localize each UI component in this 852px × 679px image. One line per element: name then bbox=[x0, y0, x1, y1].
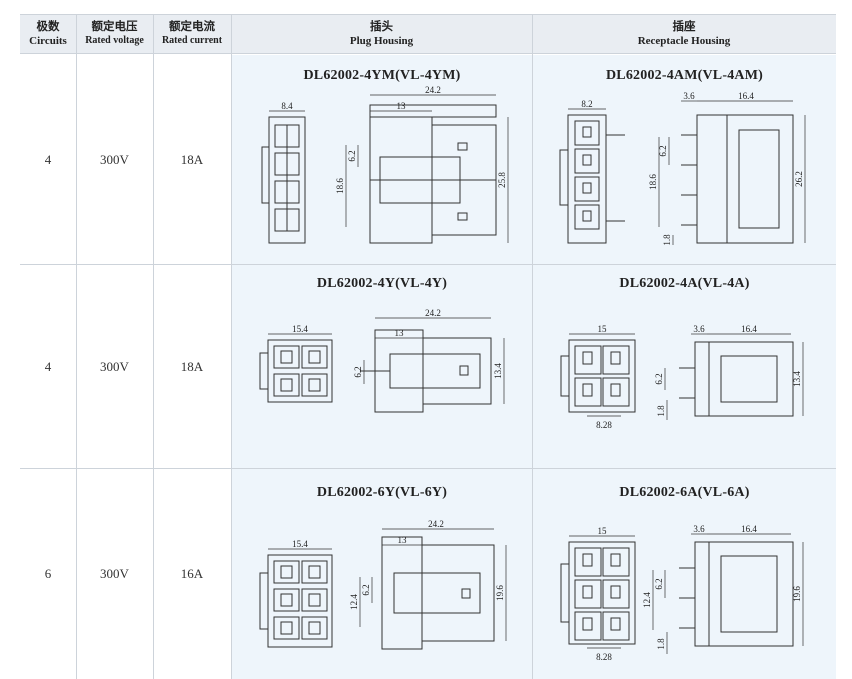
header-voltage-zh: 额定电压 bbox=[91, 21, 138, 33]
row2-plug-drawing: 15.4 24.2 13 6.2 13.4 bbox=[259, 308, 505, 413]
row3-recep-dim-width: 15 bbox=[598, 526, 608, 536]
row3-receptacle-drawing: 15 3.6 16.4 6.2 12.4 1.8 19.6 8.28 bbox=[560, 524, 804, 662]
row1-voltage: 300V bbox=[100, 151, 129, 167]
row3-plug-part-number: DL62002-6Y(VL-6Y) bbox=[316, 485, 448, 500]
row1-recep-dim-span: 18.6 bbox=[648, 174, 658, 190]
row1-plug-dim-length: 24.2 bbox=[425, 85, 441, 95]
row3-recep-dim-pin: 1.8 bbox=[656, 638, 666, 650]
row1-recep-dim-offset: 3.6 bbox=[683, 91, 695, 101]
row2-plug-dim-inner: 13 bbox=[395, 328, 405, 338]
header-receptacle-zh: 插座 bbox=[672, 21, 696, 33]
row2-recep-dim-pin: 1.8 bbox=[656, 405, 666, 417]
header-circuits-zh: 极数 bbox=[36, 21, 60, 33]
row1-recep-dim-width: 8.2 bbox=[581, 99, 592, 109]
header-plug: 插头 Plug Housing bbox=[231, 14, 532, 54]
header-current-zh: 额定电流 bbox=[169, 21, 215, 33]
row1-plug-dim-inner: 13 bbox=[397, 101, 407, 111]
row3-plug-dim-pitch: 6.2 bbox=[361, 584, 371, 595]
row1-plug-dim-width: 8.4 bbox=[281, 101, 293, 111]
row2-circuits: 4 bbox=[44, 358, 52, 374]
row1-plug-part-number: DL62002-4YM(VL-4YM) bbox=[303, 68, 461, 83]
row2-receptacle-drawing: 15 3.6 16.4 6.2 1.8 13.4 8.28 bbox=[560, 324, 804, 430]
row1-receptacle-part-number: DL62002-4AM(VL-4AM) bbox=[606, 68, 763, 83]
row3-plug-dim-inner: 13 bbox=[398, 535, 408, 545]
grid-line bbox=[153, 14, 154, 679]
row1-recep-dim-pitch: 6.2 bbox=[658, 145, 668, 156]
header-circuits-en: Circuits bbox=[29, 35, 67, 47]
row3-recep-dim-offset: 3.6 bbox=[693, 524, 705, 534]
row3-recep-dim-bottom: 8.28 bbox=[596, 652, 612, 662]
row2-voltage: 300V bbox=[100, 358, 129, 374]
plug-panel-row1 bbox=[232, 55, 532, 264]
row2-recep-dim-pitch: 6.2 bbox=[654, 373, 664, 384]
row1-receptacle-drawing: 8.2 3.6 16.4 6.2 18.6 1.8 26.2 bbox=[559, 91, 806, 246]
row1-recep-dim-length: 16.4 bbox=[738, 91, 754, 101]
row3-recep-dim-length: 16.4 bbox=[741, 524, 757, 534]
row2-plug-dim-length: 24.2 bbox=[425, 308, 441, 318]
header-receptacle: 插座 Receptacle Housing bbox=[532, 14, 836, 54]
row2-recep-dim-length: 16.4 bbox=[741, 324, 757, 334]
row2-recep-dim-bottom: 8.28 bbox=[596, 420, 612, 430]
row1-recep-dim-height: 26.2 bbox=[794, 171, 804, 187]
row3-circuits: 6 bbox=[44, 566, 52, 581]
grid-line bbox=[532, 14, 533, 679]
row1-plug-dim-height: 25.8 bbox=[497, 172, 507, 188]
row3-recep-dim-height: 19.6 bbox=[792, 586, 802, 602]
recep-panel-row2 bbox=[533, 265, 836, 468]
row3-plug-dim-height: 19.6 bbox=[495, 585, 505, 601]
row3-plug-dim-span: 12.4 bbox=[349, 594, 359, 610]
header-current-en: Rated current bbox=[161, 35, 223, 46]
row1-current: 18A bbox=[180, 151, 204, 167]
grid-line bbox=[76, 14, 77, 679]
grid-line bbox=[20, 264, 836, 265]
row1-plug-dim-pitch: 6.2 bbox=[347, 150, 357, 161]
row2-recep-dim-offset: 3.6 bbox=[693, 324, 705, 334]
row1-plug-drawing: 8.4 24.2 13 6.2 18.6 25.8 bbox=[261, 85, 509, 244]
row2-recep-dim-height: 13.4 bbox=[792, 371, 802, 387]
header-circuits: 极数 Circuits bbox=[20, 14, 76, 54]
row3-voltage: 300V bbox=[100, 566, 129, 581]
row3-recep-dim-span: 12.4 bbox=[642, 592, 652, 608]
row3-plug-dim-width: 15.4 bbox=[292, 539, 308, 549]
header-voltage: 额定电压 Rated voltage bbox=[76, 14, 153, 54]
row2-plug-dim-pitch: 6.2 bbox=[353, 366, 363, 377]
header-current: 额定电流 Rated current bbox=[153, 14, 231, 54]
row2-plug-dim-height: 13.4 bbox=[493, 363, 503, 379]
row1-circuits: 4 bbox=[44, 151, 52, 167]
row2-receptacle-part-number: DL62002-4A(VL-4A) bbox=[619, 276, 750, 291]
row3-recep-dim-pitch: 6.2 bbox=[654, 578, 664, 589]
row3-receptacle-part-number: DL62002-6A(VL-6A) bbox=[619, 485, 750, 500]
header-plug-zh: 插头 bbox=[370, 21, 393, 33]
header-receptacle-en: Receptacle Housing bbox=[637, 35, 731, 47]
plug-panel-row2 bbox=[232, 265, 532, 468]
row2-current: 18A bbox=[180, 358, 204, 374]
header-voltage-en: Rated voltage bbox=[85, 35, 144, 46]
grid-line bbox=[20, 468, 836, 469]
row3-current: 16A bbox=[180, 566, 204, 581]
header-plug-en: Plug Housing bbox=[349, 35, 414, 47]
row3-plug-drawing: 15.4 24.2 13 6.2 12.4 19.6 bbox=[259, 519, 507, 650]
row3-plug-dim-length: 24.2 bbox=[428, 519, 444, 529]
row1-plug-dim-span: 18.6 bbox=[335, 178, 345, 194]
row2-plug-dim-width: 15.4 bbox=[292, 324, 308, 334]
row1-recep-dim-pin: 1.8 bbox=[662, 234, 672, 246]
grid-line bbox=[231, 14, 232, 679]
row2-plug-part-number: DL62002-4Y(VL-4Y) bbox=[316, 276, 448, 291]
row2-recep-dim-width: 15 bbox=[598, 324, 608, 334]
